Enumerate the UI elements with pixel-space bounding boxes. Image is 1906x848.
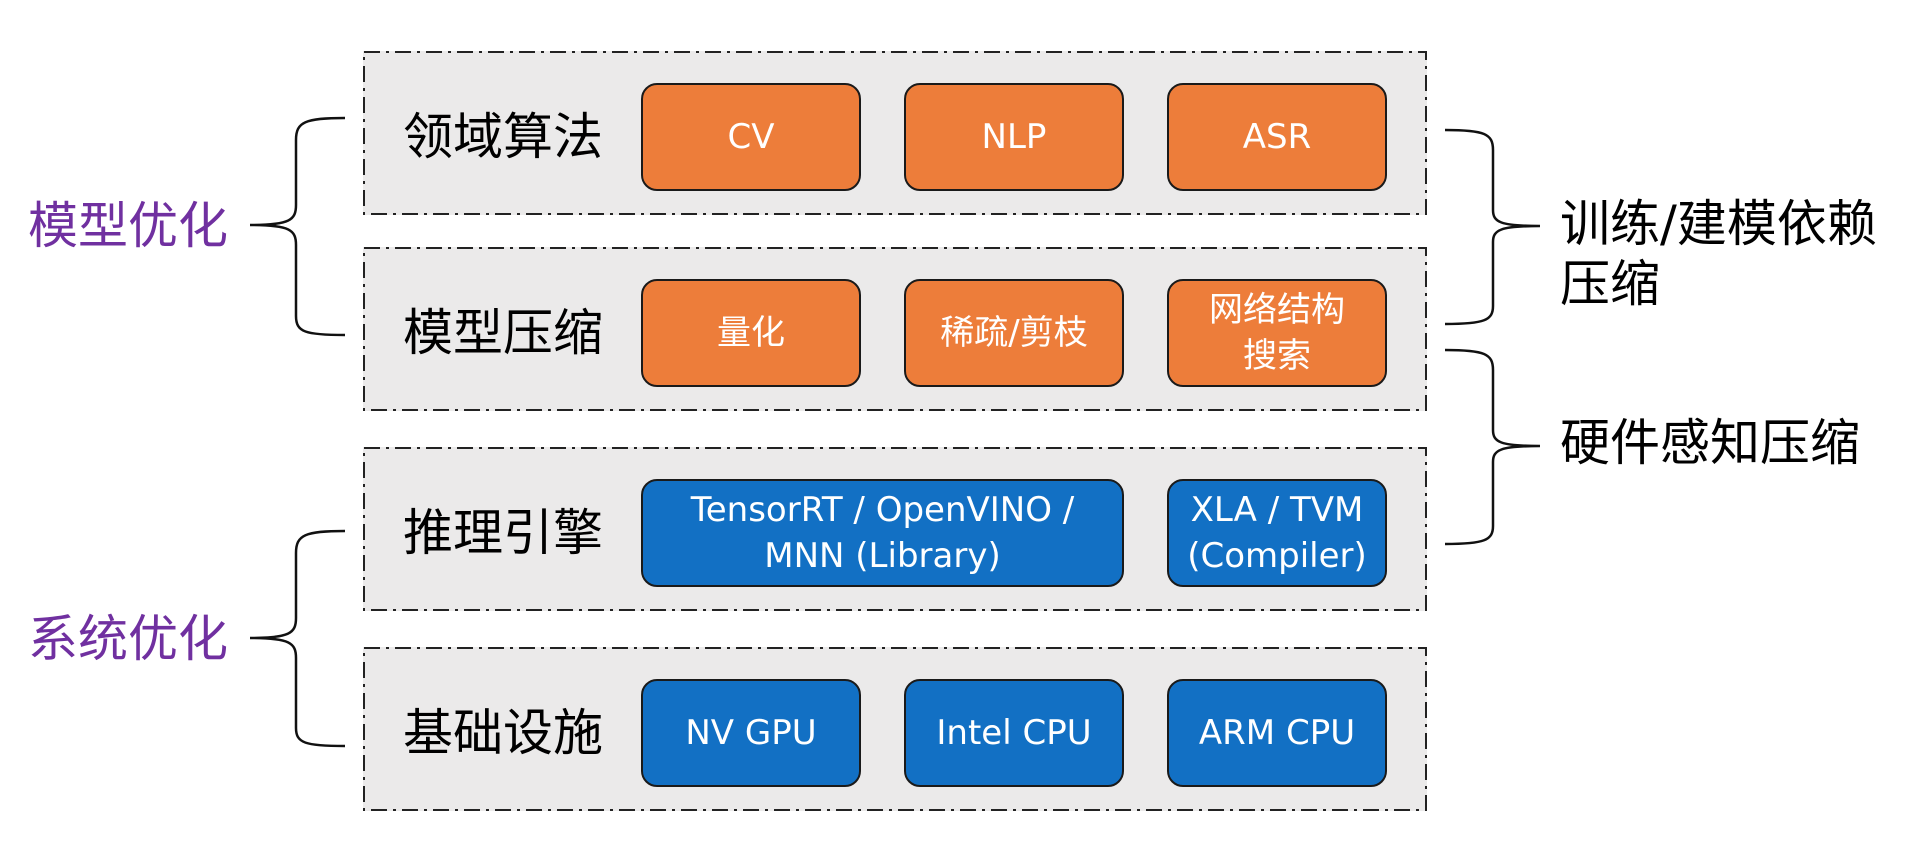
left-bracket-system [249,529,346,748]
cv-box: CV [641,83,861,191]
arm-cpu-box: ARM CPU [1167,679,1387,787]
group-label-hardware-aware-compression: 硬件感知压缩 [1560,414,1860,472]
layer-label: 模型压缩 [403,304,603,362]
compiler-box: XLA / TVM (Compiler) [1167,479,1387,587]
layer-label: 基础设施 [403,704,603,762]
library-box: TensorRT / OpenVINO / MNN (Library) [641,479,1124,587]
right-bracket-hardware [1444,348,1541,546]
layer-label: 推理引擎 [403,504,603,562]
intel-cpu-box: Intel CPU [904,679,1124,787]
group-label-training-dependent-compression: 训练/建模依赖 压缩 [1560,195,1877,313]
sparsity-pruning-box: 稀疏/剪枝 [904,279,1124,387]
group-label-model-optimization: 模型优化 [28,197,228,255]
group-label-system-optimization: 系统优化 [28,610,228,668]
asr-box: ASR [1167,83,1387,191]
left-bracket-model [249,116,346,337]
layer-domain-algorithms: 领域算法 CV NLP ASR [363,51,1427,215]
nas-box: 网络结构 搜索 [1167,279,1387,387]
layer-inference-engine: 推理引擎 TensorRT / OpenVINO / MNN (Library)… [363,447,1427,611]
nv-gpu-box: NV GPU [641,679,861,787]
right-bracket-training [1444,128,1541,326]
layer-label: 领域算法 [403,108,603,166]
nlp-box: NLP [904,83,1124,191]
layer-infrastructure: 基础设施 NV GPU Intel CPU ARM CPU [363,647,1427,811]
layer-model-compression: 模型压缩 量化 稀疏/剪枝 网络结构 搜索 [363,247,1427,411]
quantization-box: 量化 [641,279,861,387]
